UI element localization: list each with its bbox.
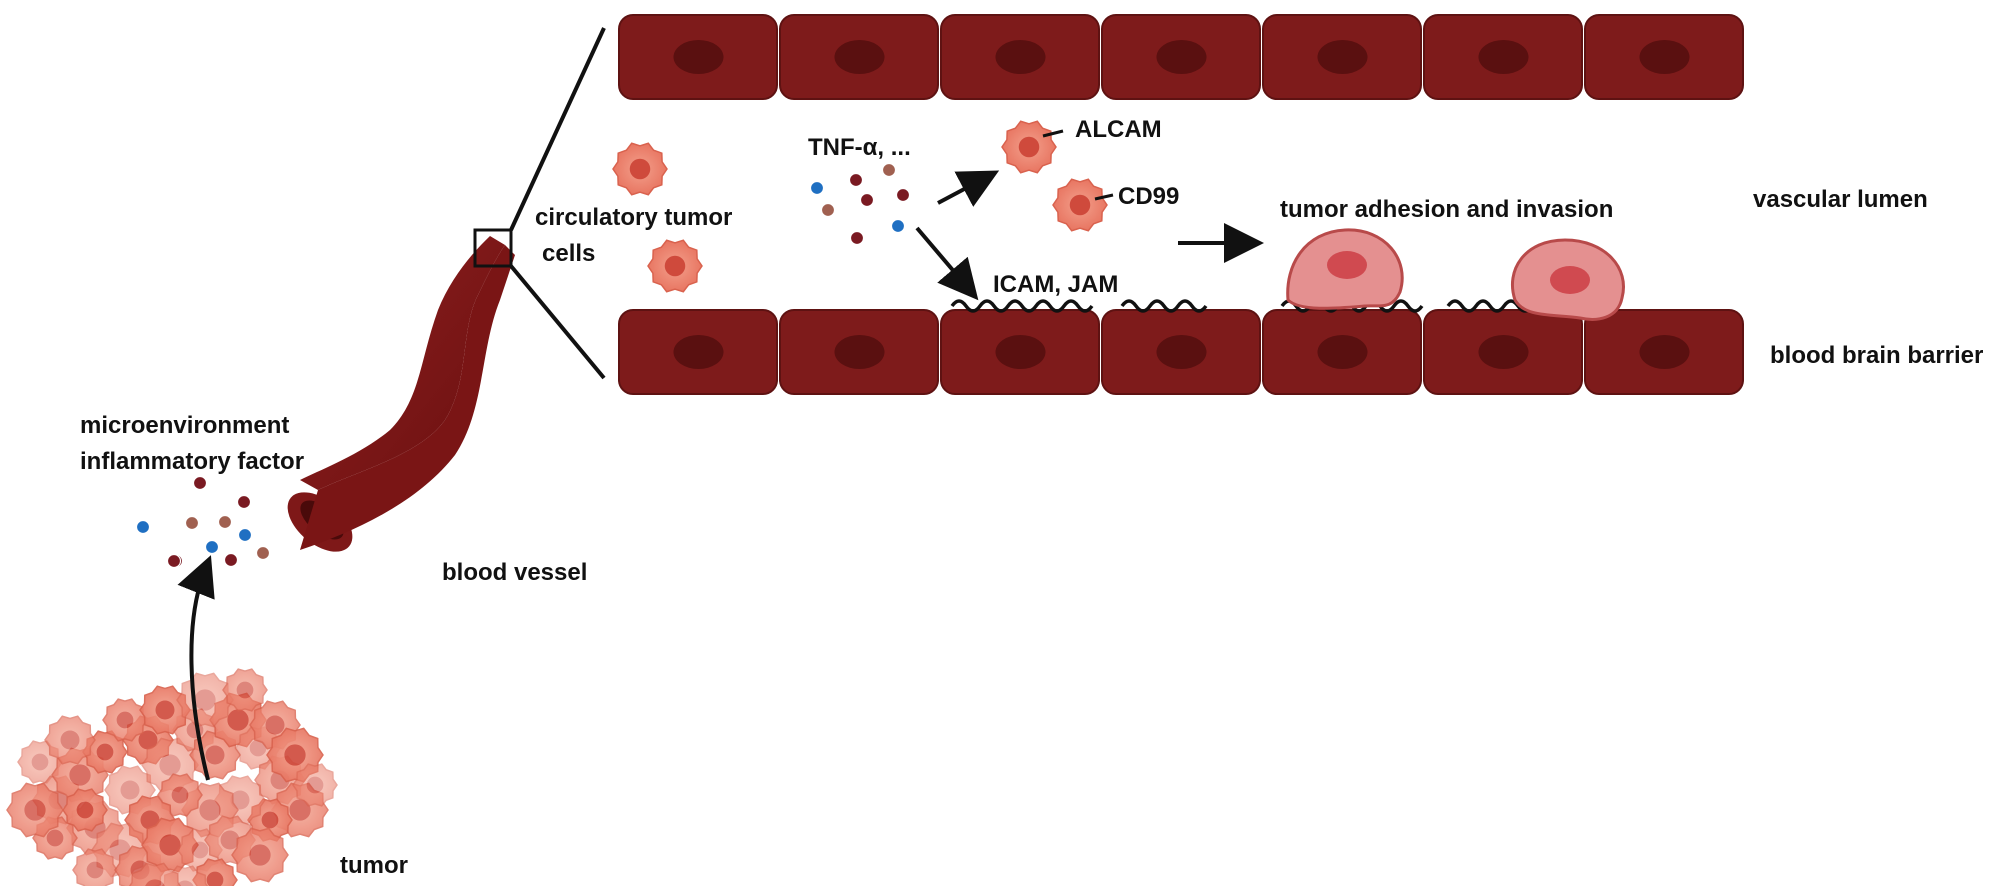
tumor-cell xyxy=(1001,120,1057,174)
factor-molecule xyxy=(895,187,911,203)
label-alcam: ALCAM xyxy=(1075,116,1162,143)
factor-molecule xyxy=(237,527,253,543)
endothelial-cell xyxy=(1584,14,1744,100)
factor-molecule xyxy=(820,202,836,218)
factor-molecule xyxy=(236,494,252,510)
label-tnf: TNF-α, ... xyxy=(808,134,911,161)
tumor-cell xyxy=(222,668,268,712)
endothelial-cell xyxy=(1262,309,1422,395)
factor-molecule xyxy=(184,515,200,531)
tumor-cell xyxy=(231,827,289,883)
tumor-cell xyxy=(612,142,668,196)
label-blood-vessel: blood vessel xyxy=(442,559,587,586)
factor-molecule xyxy=(217,514,233,530)
label-icam-jam: ICAM, JAM xyxy=(993,271,1118,298)
zoom-line-bottom xyxy=(509,264,606,380)
tumor-to-factors-arrow xyxy=(177,555,215,781)
factor-molecule xyxy=(135,519,151,535)
tumor-cell xyxy=(62,788,108,832)
microenvironment-factor-cluster xyxy=(135,475,271,569)
endothelial-cell xyxy=(1262,14,1422,100)
label-vascular-lumen: vascular lumen xyxy=(1753,186,1928,213)
adhered-tumor-cell xyxy=(1510,238,1625,321)
zoom-line-top xyxy=(509,27,606,231)
factor-molecule xyxy=(255,545,271,561)
adhered-tumor-cell xyxy=(1286,228,1404,310)
tumor-mass xyxy=(6,668,338,886)
endothelial-row-bottom-bbb xyxy=(618,309,1744,395)
factor-molecule xyxy=(881,162,897,178)
endothelial-cell xyxy=(1101,309,1261,395)
tumor-cell xyxy=(102,698,148,742)
tumor-cell xyxy=(44,715,96,765)
tumor-cell xyxy=(72,848,118,886)
factor-molecule xyxy=(809,180,825,196)
factor-molecule xyxy=(223,552,239,568)
blood-vessel-tube xyxy=(287,236,515,552)
factor-molecule xyxy=(849,230,865,246)
label-circulatory-tumor: circulatory tumor xyxy=(535,204,732,231)
cd99-pointer xyxy=(1094,193,1114,201)
endothelial-cell xyxy=(1423,309,1583,395)
factor-molecule xyxy=(848,172,864,188)
receptor-wave xyxy=(950,299,1094,313)
factor-molecule xyxy=(890,218,906,234)
endothelial-cell xyxy=(1423,14,1583,100)
endothelial-cell xyxy=(1584,309,1744,395)
label-cd99: CD99 xyxy=(1118,183,1179,210)
factor-molecule xyxy=(859,192,875,208)
circulating-tumor-cells xyxy=(612,120,1108,293)
endothelial-cell xyxy=(940,309,1100,395)
endothelial-cell xyxy=(1101,14,1261,100)
tumor-cell xyxy=(6,782,64,838)
endothelial-cell xyxy=(618,14,778,100)
factor-molecule xyxy=(166,553,182,569)
label-adhesion: tumor adhesion and invasion xyxy=(1280,196,1613,223)
receptor-wave xyxy=(1120,299,1208,313)
factor-molecule xyxy=(204,539,220,555)
arrow-to-alcam xyxy=(937,170,1000,207)
label-inflammatory-factor: inflammatory factor xyxy=(80,448,304,475)
tnf-factor-cluster xyxy=(809,162,911,246)
tumor-cell xyxy=(292,763,338,807)
tumor-cell xyxy=(647,239,703,293)
label-blood-brain-barrier: blood brain barrier xyxy=(1770,342,1983,369)
endothelial-cell xyxy=(618,309,778,395)
alcam-pointer xyxy=(1042,129,1064,138)
factor-molecule xyxy=(192,475,208,491)
label-microenvironment: microenvironment xyxy=(80,412,289,439)
label-tumor: tumor xyxy=(340,852,408,879)
endothelial-cell xyxy=(779,14,939,100)
arrow-to-icam xyxy=(915,226,979,301)
endothelial-cell xyxy=(940,14,1100,100)
endothelial-row-top xyxy=(618,14,1744,100)
tumor-cell xyxy=(1052,178,1108,232)
zoom-box xyxy=(473,228,513,268)
label-cells: cells xyxy=(542,240,595,267)
endothelial-cell xyxy=(779,309,939,395)
tumor-cell xyxy=(128,862,182,886)
